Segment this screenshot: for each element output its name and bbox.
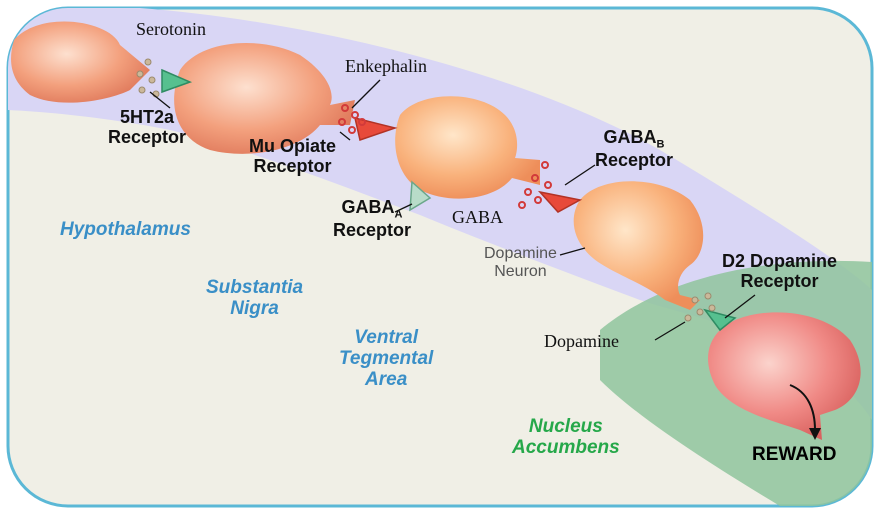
reward-arrow-icon	[789, 384, 816, 431]
gaba-molecules	[518, 161, 552, 209]
region-nucleus-accumbens: Nucleus Accumbens	[512, 416, 620, 458]
gaba-b-receptor-label: GABAB Receptor	[595, 127, 674, 170]
region-hypothalamus: Hypothalamus	[60, 219, 191, 240]
neuron-2	[174, 43, 355, 154]
reward-label: REWARD	[752, 444, 837, 465]
dopamine-label: Dopamine	[544, 331, 619, 351]
dopamine-neuron-label: Dopamine Neuron	[484, 245, 557, 280]
dopamine-molecules	[684, 292, 716, 322]
region-substantia-nigra: Substantia Nigra	[206, 277, 304, 319]
gaba-b-receptor-icon	[537, 190, 583, 213]
neuron-3	[395, 96, 540, 199]
gaba-a-receptor-label: GABAA Receptor	[333, 197, 412, 240]
d2-receptor-icon	[703, 308, 737, 332]
enkephalin-molecules	[338, 104, 366, 134]
gaba-a-receptor-icon	[409, 180, 432, 212]
region-ventral-tegmental-area: Ventral Tegmental Area	[339, 327, 434, 390]
5ht2a-receptor-label: 5HT2a Receptor	[108, 107, 187, 147]
mu-opiate-receptor-label: Mu Opiate Receptor	[249, 136, 337, 176]
serotonin-molecules	[136, 58, 160, 98]
dopamine-neuron	[573, 181, 704, 310]
5ht2a-receptor-icon	[161, 68, 193, 94]
gaba-label: GABA	[452, 207, 504, 227]
reward-neuron	[708, 312, 861, 440]
d2-dopamine-receptor-label: D2 Dopamine Receptor	[722, 251, 838, 291]
neuron-1	[11, 21, 150, 103]
leader-lines	[149, 79, 756, 341]
serotonin-label: Serotonin	[136, 19, 206, 39]
enkephalin-label: Enkephalin	[345, 56, 427, 76]
